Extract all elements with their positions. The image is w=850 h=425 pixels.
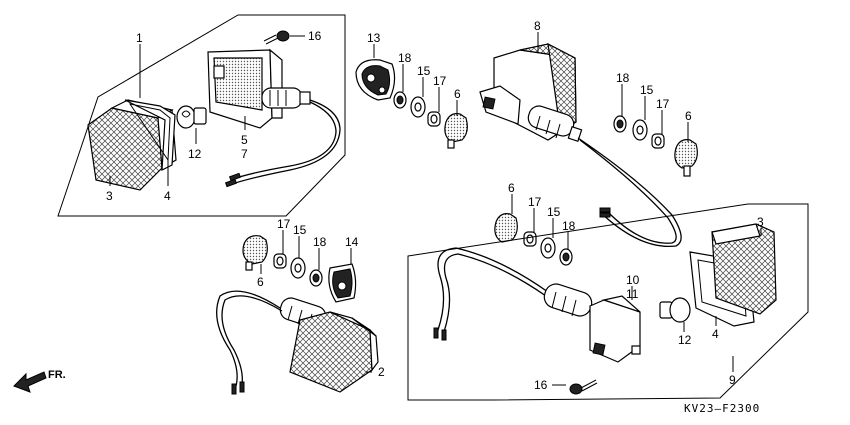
label-part-8: 8 [534,19,541,33]
label-part-5: 5 [241,133,248,147]
label-part-6-b: 6 [685,109,692,123]
label-part-14: 14 [345,235,359,249]
label-part-17-b: 17 [656,97,670,111]
spacer-17-d [273,253,287,269]
screw-left-upper [263,30,290,45]
washer-18-d [309,269,323,287]
wire-terminals-left-upper [224,172,242,188]
label-part-13: 13 [367,31,381,45]
wire-left-upper [231,99,341,185]
diagram-code: KV23–F2300 [684,402,760,415]
washer-18-a [393,91,407,109]
label-part-2: 2 [378,365,385,379]
washer-15-a [410,96,426,118]
screw-right-lower [569,379,598,395]
wire-right-lower [437,247,549,333]
label-part-17-c: 17 [528,195,542,209]
washer-15-b [632,119,648,141]
label-part-16-upper: 16 [308,29,322,43]
spacer-17-c [523,231,537,247]
nut-cover-6-b [674,139,698,177]
label-part-6-a: 6 [454,87,461,101]
label-part-7: 7 [241,147,248,161]
label-part-18-d: 18 [313,235,327,249]
label-part-17-a: 17 [433,74,447,88]
front-direction-label: FR. [48,369,66,381]
bulb-right-lower [659,297,691,323]
front-direction-arrow: FR. [13,369,66,393]
washer-15-c [540,237,556,259]
leader-lines [109,32,762,386]
label-part-10: 10 [626,273,640,287]
wire-terminals-left-lower [231,381,245,395]
label-part-4-upper: 4 [164,189,171,203]
washer-15-d [290,257,306,279]
nut-cover-6-a [444,113,468,149]
nut-cover-6-d [242,235,268,271]
label-part-18-b: 18 [616,71,630,85]
group-box-right [407,203,809,401]
gasket-left-upper [124,99,176,172]
label-part-12-lower: 12 [678,333,692,347]
wire-left-lower [216,290,283,387]
housing-left-upper [207,48,311,129]
group-box-left [57,14,346,217]
spacer-17-b [651,133,665,149]
label-part-11: 11 [626,287,639,301]
turn-signal-10-11 [543,283,641,363]
bracket-14 [328,263,357,303]
wire-terminals-right-lower [433,327,447,341]
label-part-6-c: 6 [508,181,515,195]
label-part-1: 1 [136,31,143,45]
label-part-15-d: 15 [293,223,307,237]
spacer-17-a [427,111,441,127]
label-part-6-d: 6 [257,275,264,289]
label-part-17-d: 17 [277,217,291,231]
nut-cover-6-c [494,213,518,243]
label-part-18-a: 18 [398,51,412,65]
wire-right-upper [577,137,682,248]
washer-18-c [559,248,573,266]
label-part-3-lower: 3 [757,215,764,229]
turn-signal-8 [479,42,583,143]
bulb-left-upper [176,105,207,129]
label-part-15-a: 15 [417,64,431,78]
label-part-12-upper: 12 [188,147,202,161]
lens-right-lower [711,223,777,315]
turn-signal-2 [279,297,379,393]
part-labels: 1 16 13 18 15 17 6 8 18 15 17 6 3 4 12 5… [106,19,764,392]
label-part-15-b: 15 [640,83,654,97]
bracket-13 [355,59,396,101]
label-part-4-lower: 4 [712,327,719,341]
wire-terminals-right-upper [599,207,611,218]
label-part-9: 9 [729,373,736,387]
label-part-16-lower: 16 [534,378,548,392]
washer-18-b [613,115,627,133]
label-part-15-c: 15 [547,205,561,219]
label-part-3-upper: 3 [106,189,113,203]
label-part-18-c: 18 [562,219,576,233]
